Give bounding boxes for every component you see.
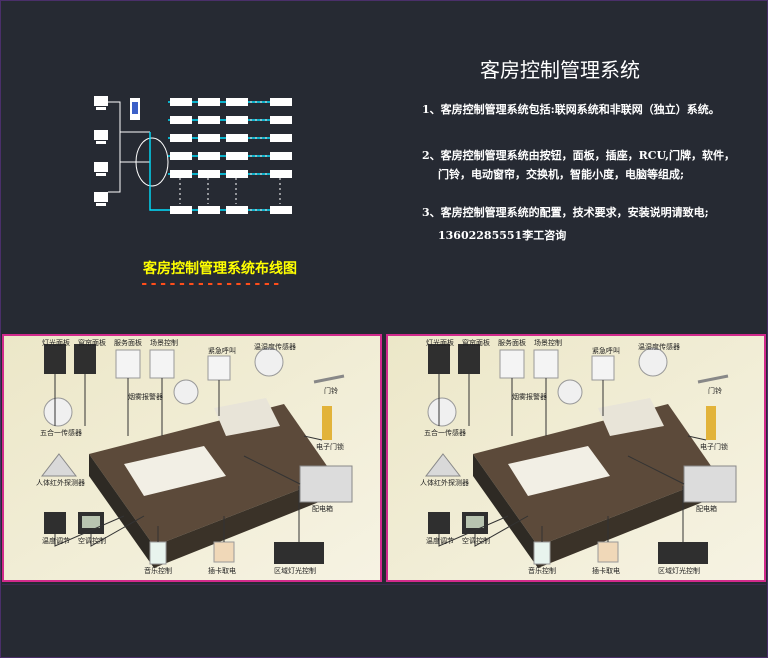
scene-panel-icon: [149, 349, 175, 379]
smoke-sensor-icon: [173, 379, 199, 405]
desc-item-2-cont: 门铃，电动窗帘，交换机，智能小度，电脑等组成;: [438, 168, 685, 181]
thermostat-icon: [428, 512, 450, 534]
label-emergency: 紧急呼叫: [208, 347, 236, 355]
wiring-diagram-underline: ---------------: [140, 276, 282, 292]
computer-icon: [94, 96, 108, 206]
label-scene-control: 场景控制: [534, 339, 562, 347]
distribution-box-icon: [683, 465, 737, 503]
gas-sensor-icon: [427, 397, 457, 427]
door-lock-icon: [706, 406, 716, 440]
label-emergency: 紧急呼叫: [592, 347, 620, 355]
emergency-icon: [207, 355, 231, 381]
label-light-panel: 灯光面板: [426, 339, 454, 347]
smoke-sensor-icon: [557, 379, 583, 405]
bottom-divider: [2, 584, 766, 585]
gas-sensor-icon: [43, 397, 73, 427]
temp-sensor-icon: [254, 347, 284, 377]
label-doorbell: 门铃: [708, 387, 722, 395]
label-ac-control: 空调控制: [462, 537, 490, 545]
label-zone-light: 区域灯光控制: [658, 567, 700, 575]
desc-item-2: 2、客房控制管理系统由按钮，面板，插座，RCU,门牌，软件，: [422, 149, 735, 162]
curtain-panel-icon: [74, 344, 96, 374]
ir-detector-icon: [424, 453, 462, 477]
label-music: 音乐控制: [144, 567, 172, 575]
label-scene-control: 场景控制: [150, 339, 178, 347]
room-diagram-left: 灯光面板 窗帘面板 服务面板 场景控制 紧急呼叫 温湿度传感器 五合一传感器 烟…: [2, 334, 382, 582]
light-panel-icon: [44, 344, 66, 374]
label-doorbell: 门铃: [324, 387, 338, 395]
label-card-switch: 插卡取电: [208, 567, 236, 575]
distribution-box-icon: [299, 465, 353, 503]
label-temp-sensor: 温湿度传感器: [254, 343, 296, 351]
service-panel-icon: [499, 349, 525, 379]
label-service-panel: 服务面板: [114, 339, 142, 347]
label-gas-sensor: 五合一传感器: [424, 429, 466, 437]
label-door-lock: 电子门锁: [316, 443, 344, 451]
doorbell-icon: [697, 374, 729, 384]
desc-item-3: 3、客房控制管理系统的配置，技术要求，安装说明请致电;: [422, 206, 709, 219]
temp-sensor-icon: [638, 347, 668, 377]
label-ac-control: 空调控制: [78, 537, 106, 545]
label-distribution-box: 配电箱: [696, 505, 717, 513]
room-diagram-right: 灯光面板 窗帘面板 服务面板 场景控制 紧急呼叫 温湿度传感器 五合一传感器 烟…: [386, 334, 766, 582]
zone-light-icon: [274, 542, 324, 564]
emergency-icon: [591, 355, 615, 381]
label-curtain-panel: 窗帘面板: [78, 339, 106, 347]
music-icon: [533, 541, 551, 565]
label-service-panel: 服务面板: [498, 339, 526, 347]
zone-light-icon: [658, 542, 708, 564]
label-door-lock: 电子门锁: [700, 443, 728, 451]
label-smoke-sensor: 烟雾报警器: [512, 393, 547, 401]
card-switch-icon: [597, 541, 619, 563]
doorbell-icon: [313, 374, 345, 384]
label-smoke-sensor: 烟雾报警器: [128, 393, 163, 401]
door-lock-icon: [322, 406, 332, 440]
desc-item-3-cont: 13602285551李工咨询: [438, 229, 567, 242]
card-switch-icon: [213, 541, 235, 563]
label-gas-sensor: 五合一传感器: [40, 429, 82, 437]
label-distribution-box: 配电箱: [312, 505, 333, 513]
label-ir-detector: 人体红外探测器: [36, 479, 85, 487]
label-card-switch: 插卡取电: [592, 567, 620, 575]
rcu-modules: [170, 98, 292, 214]
label-light-panel: 灯光面板: [42, 339, 70, 347]
service-panel-icon: [115, 349, 141, 379]
label-zone-light: 区域灯光控制: [274, 567, 316, 575]
curtain-panel-icon: [458, 344, 480, 374]
label-temp-sensor: 温湿度传感器: [638, 343, 680, 351]
scene-panel-icon: [533, 349, 559, 379]
label-curtain-panel: 窗帘面板: [462, 339, 490, 347]
label-thermostat: 温度调节: [426, 537, 454, 545]
thermostat-icon: [44, 512, 66, 534]
slide-title: 客房控制管理系统: [480, 58, 640, 82]
label-thermostat: 温度调节: [42, 537, 70, 545]
label-music: 音乐控制: [528, 567, 556, 575]
desc-item-1: 1、客房控制管理系统包括:联网系统和非联网（独立）系统。: [422, 103, 720, 116]
ir-detector-icon: [40, 453, 78, 477]
wiring-diagram: [94, 96, 292, 214]
light-panel-icon: [428, 344, 450, 374]
wiring-diagram-label: 客房控制管理系统布线图: [143, 261, 297, 277]
music-icon: [149, 541, 167, 565]
label-ir-detector: 人体红外探测器: [420, 479, 469, 487]
